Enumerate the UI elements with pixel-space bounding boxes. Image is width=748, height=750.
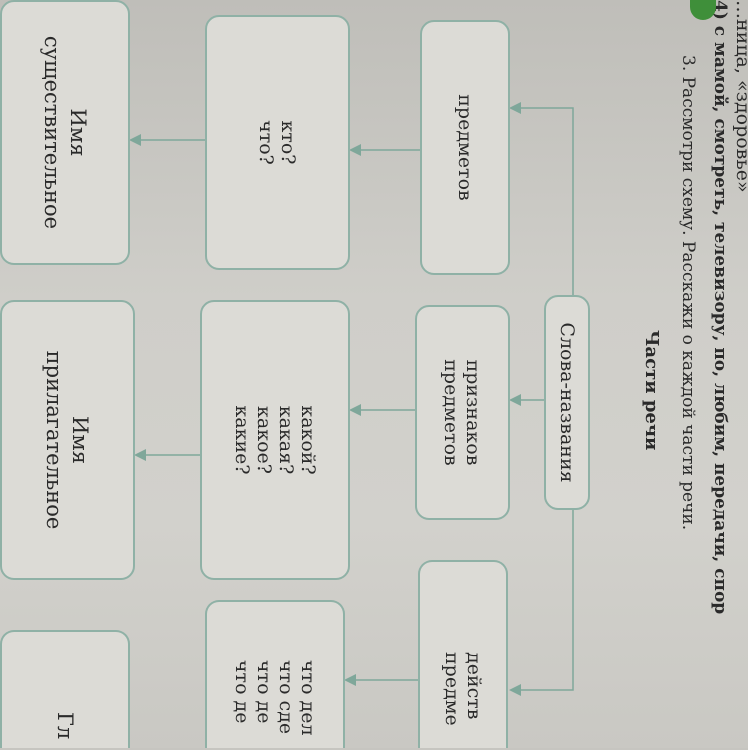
questions-box-noun: кто? что? <box>205 15 350 270</box>
part-name: прилагательное <box>42 350 67 530</box>
question: что сде <box>275 660 297 735</box>
question: какое? <box>253 406 275 474</box>
question: какая? <box>275 405 297 475</box>
part-name: Имя <box>66 108 90 157</box>
question: что де <box>253 660 275 724</box>
question: что дел <box>297 660 319 736</box>
question: кто? <box>277 120 300 165</box>
root-box: Слова-названия <box>544 295 590 510</box>
question: что? <box>255 120 278 165</box>
part-box-adjective: Имя прилагательное <box>0 300 135 580</box>
question: что де <box>231 660 253 724</box>
part-name: Гл <box>53 712 77 740</box>
category-box-actions: действ предме <box>418 560 508 748</box>
questions-box-verb: что дел что сде что де что де <box>205 600 345 748</box>
questions-box-adjective: какой? какая? какое? какие? <box>200 300 350 580</box>
category-box-attributes: признаков предметов <box>415 305 510 520</box>
part-box-noun: Имя существительное <box>0 0 130 265</box>
root-label: Слова-названия <box>556 322 578 483</box>
part-box-verb: Гл <box>0 630 130 748</box>
category-label: действ предме <box>441 652 485 726</box>
part-name: Имя <box>68 416 93 464</box>
category-box-objects: предметов <box>420 20 510 275</box>
part-name: существительное <box>40 35 64 230</box>
question: какой? <box>297 405 319 475</box>
category-label: предметов <box>454 94 476 201</box>
category-label: признаков предметов <box>440 359 485 466</box>
question: какие? <box>231 405 253 475</box>
